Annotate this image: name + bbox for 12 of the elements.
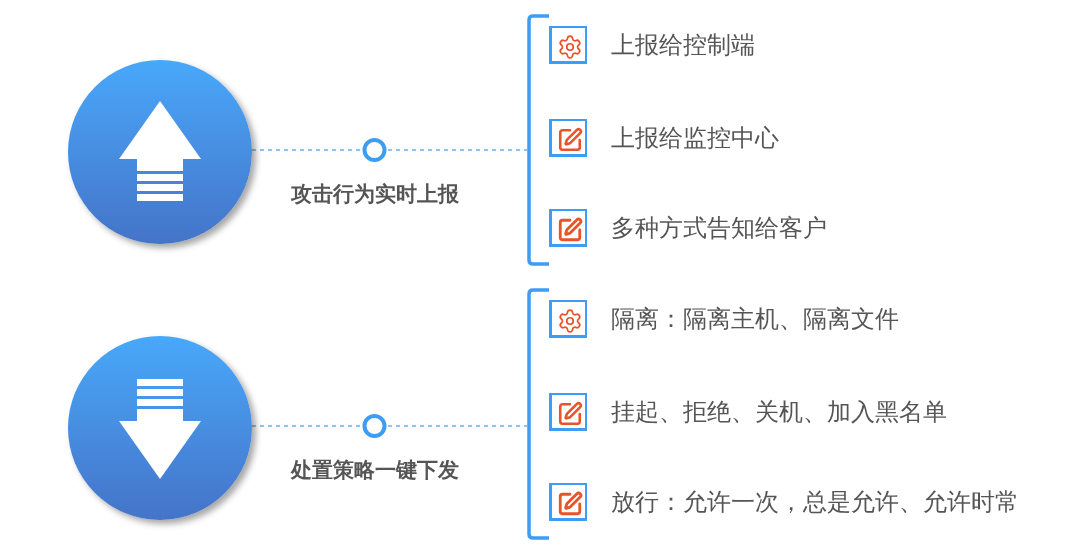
dashed-connector [251,425,528,427]
dashed-connector [251,149,528,151]
item-text: 上报给监控中心 [611,120,779,156]
bracket [527,288,551,540]
item-text: 上报给控制端 [611,27,755,63]
item-text: 放行：允许一次，总是允许、允许时常 [611,484,1019,520]
bracket [527,14,551,266]
edge-label: 攻击行为实时上报 [289,181,460,207]
item-text: 多种方式告知给客户 [611,210,827,246]
item-text: 挂起、拒绝、关机、加入黑名单 [611,394,947,430]
edge-label: 处置策略一键下发 [289,457,460,483]
item-text: 隔离：隔离主机、隔离文件 [611,301,899,337]
